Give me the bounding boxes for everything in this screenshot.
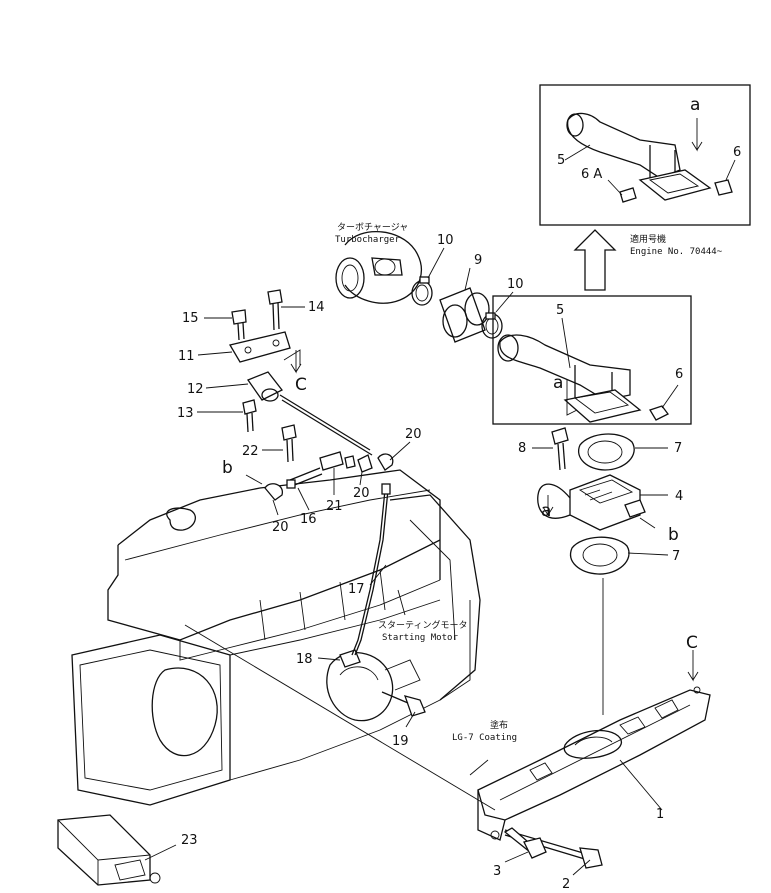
callout-1: 1	[656, 807, 664, 822]
callout-6: 6	[675, 367, 683, 382]
callout-23: 23	[181, 833, 198, 848]
ref-b-left: b	[222, 458, 233, 478]
bolt-14	[267, 289, 283, 331]
callout-13: 13	[177, 406, 194, 421]
bracket-c-line	[283, 349, 301, 365]
callout-10-upper: 10	[437, 233, 454, 248]
hose-9	[439, 287, 490, 343]
label-turbocharger-en: Turbocharger	[335, 235, 401, 245]
callout-5-inset: 5	[557, 153, 565, 168]
arrow-a-sensor	[542, 495, 554, 517]
arrow-b-left	[245, 474, 263, 485]
elbow-detail-frame	[492, 295, 692, 425]
nut-6-main	[649, 405, 669, 421]
callout-20-right: 20	[405, 427, 422, 442]
leader-lines	[144, 144, 736, 876]
callout-22: 22	[242, 444, 259, 459]
cylinder-12	[246, 371, 373, 456]
inset-nuts	[619, 179, 733, 203]
duct-23	[57, 814, 161, 886]
fitting-21	[319, 451, 356, 471]
callout-7-lower: 7	[672, 549, 680, 564]
ref-b-right: b	[668, 525, 679, 545]
label-starter-jp: スターティングモータ	[378, 619, 467, 631]
callout-11: 11	[178, 349, 195, 364]
callout-6-inset: 6	[733, 145, 741, 160]
arrow-c-bracket	[290, 350, 302, 374]
bolt-13	[242, 399, 257, 433]
engine-block	[71, 469, 481, 806]
arrow-a-inset	[691, 118, 703, 152]
exhaust-manifold	[477, 686, 711, 841]
label-coating-jp: 塗布	[490, 719, 508, 731]
callout-10-lower: 10	[507, 277, 524, 292]
ref-c-manifold: C	[686, 633, 698, 653]
label-applicable-en: Engine No. 70444~	[630, 247, 723, 257]
callout-8: 8	[518, 441, 526, 456]
callout-15: 15	[182, 311, 199, 326]
exhaust-brake-valve-4	[537, 474, 646, 531]
callout-14: 14	[308, 300, 325, 315]
callout-21: 21	[326, 499, 343, 514]
inset-frame	[539, 84, 751, 226]
sensor-wire-17	[351, 483, 391, 656]
callout-17: 17	[348, 582, 365, 597]
bolt-15	[231, 309, 247, 341]
guide-line	[184, 624, 496, 811]
inset-elbow-5	[566, 112, 712, 201]
arrow-c-manifold	[687, 650, 699, 682]
arrow-b-right	[639, 517, 656, 529]
label-coating-en: LG-7 Coating	[452, 733, 517, 743]
label-starter-en: Starting Motor	[382, 633, 458, 643]
callout-5: 5	[556, 303, 564, 318]
callout-9: 9	[474, 253, 482, 268]
callout-20-left: 20	[272, 520, 289, 535]
bolt-3	[503, 827, 547, 859]
callout-2: 2	[562, 877, 570, 892]
arrow-a-main	[566, 380, 578, 416]
hose-16	[286, 467, 323, 489]
bracket-11	[228, 331, 291, 363]
callout-18: 18	[296, 652, 313, 667]
callout-20-mid: 20	[353, 486, 370, 501]
gasket-7-upper	[578, 433, 635, 471]
bolt-22	[281, 424, 297, 463]
ref-a-inset: a	[690, 95, 700, 115]
clamp-10-lower	[481, 312, 503, 339]
ref-c-bracket: C	[295, 375, 307, 395]
callout-12: 12	[187, 382, 204, 397]
label-turbocharger-jp: ターボチャージャ	[337, 222, 408, 233]
elbow-pipe-5	[497, 334, 642, 423]
elbow-20	[264, 453, 394, 501]
ref-a-sensor: a	[541, 501, 551, 521]
callout-7-upper: 7	[674, 441, 682, 456]
callout-6a: 6 A	[581, 167, 602, 182]
label-applicable-jp: 適用号機	[630, 233, 666, 245]
callout-3: 3	[493, 864, 501, 879]
callout-4: 4	[675, 489, 683, 504]
bolt-8	[551, 427, 569, 471]
callout-16: 16	[300, 512, 317, 527]
upgrade-arrow	[573, 229, 617, 291]
ref-a-main: a	[553, 373, 563, 393]
gasket-7-lower	[570, 536, 630, 575]
clamp-10-upper	[411, 276, 433, 306]
callout-19: 19	[392, 734, 409, 749]
starting-motor	[326, 649, 426, 722]
